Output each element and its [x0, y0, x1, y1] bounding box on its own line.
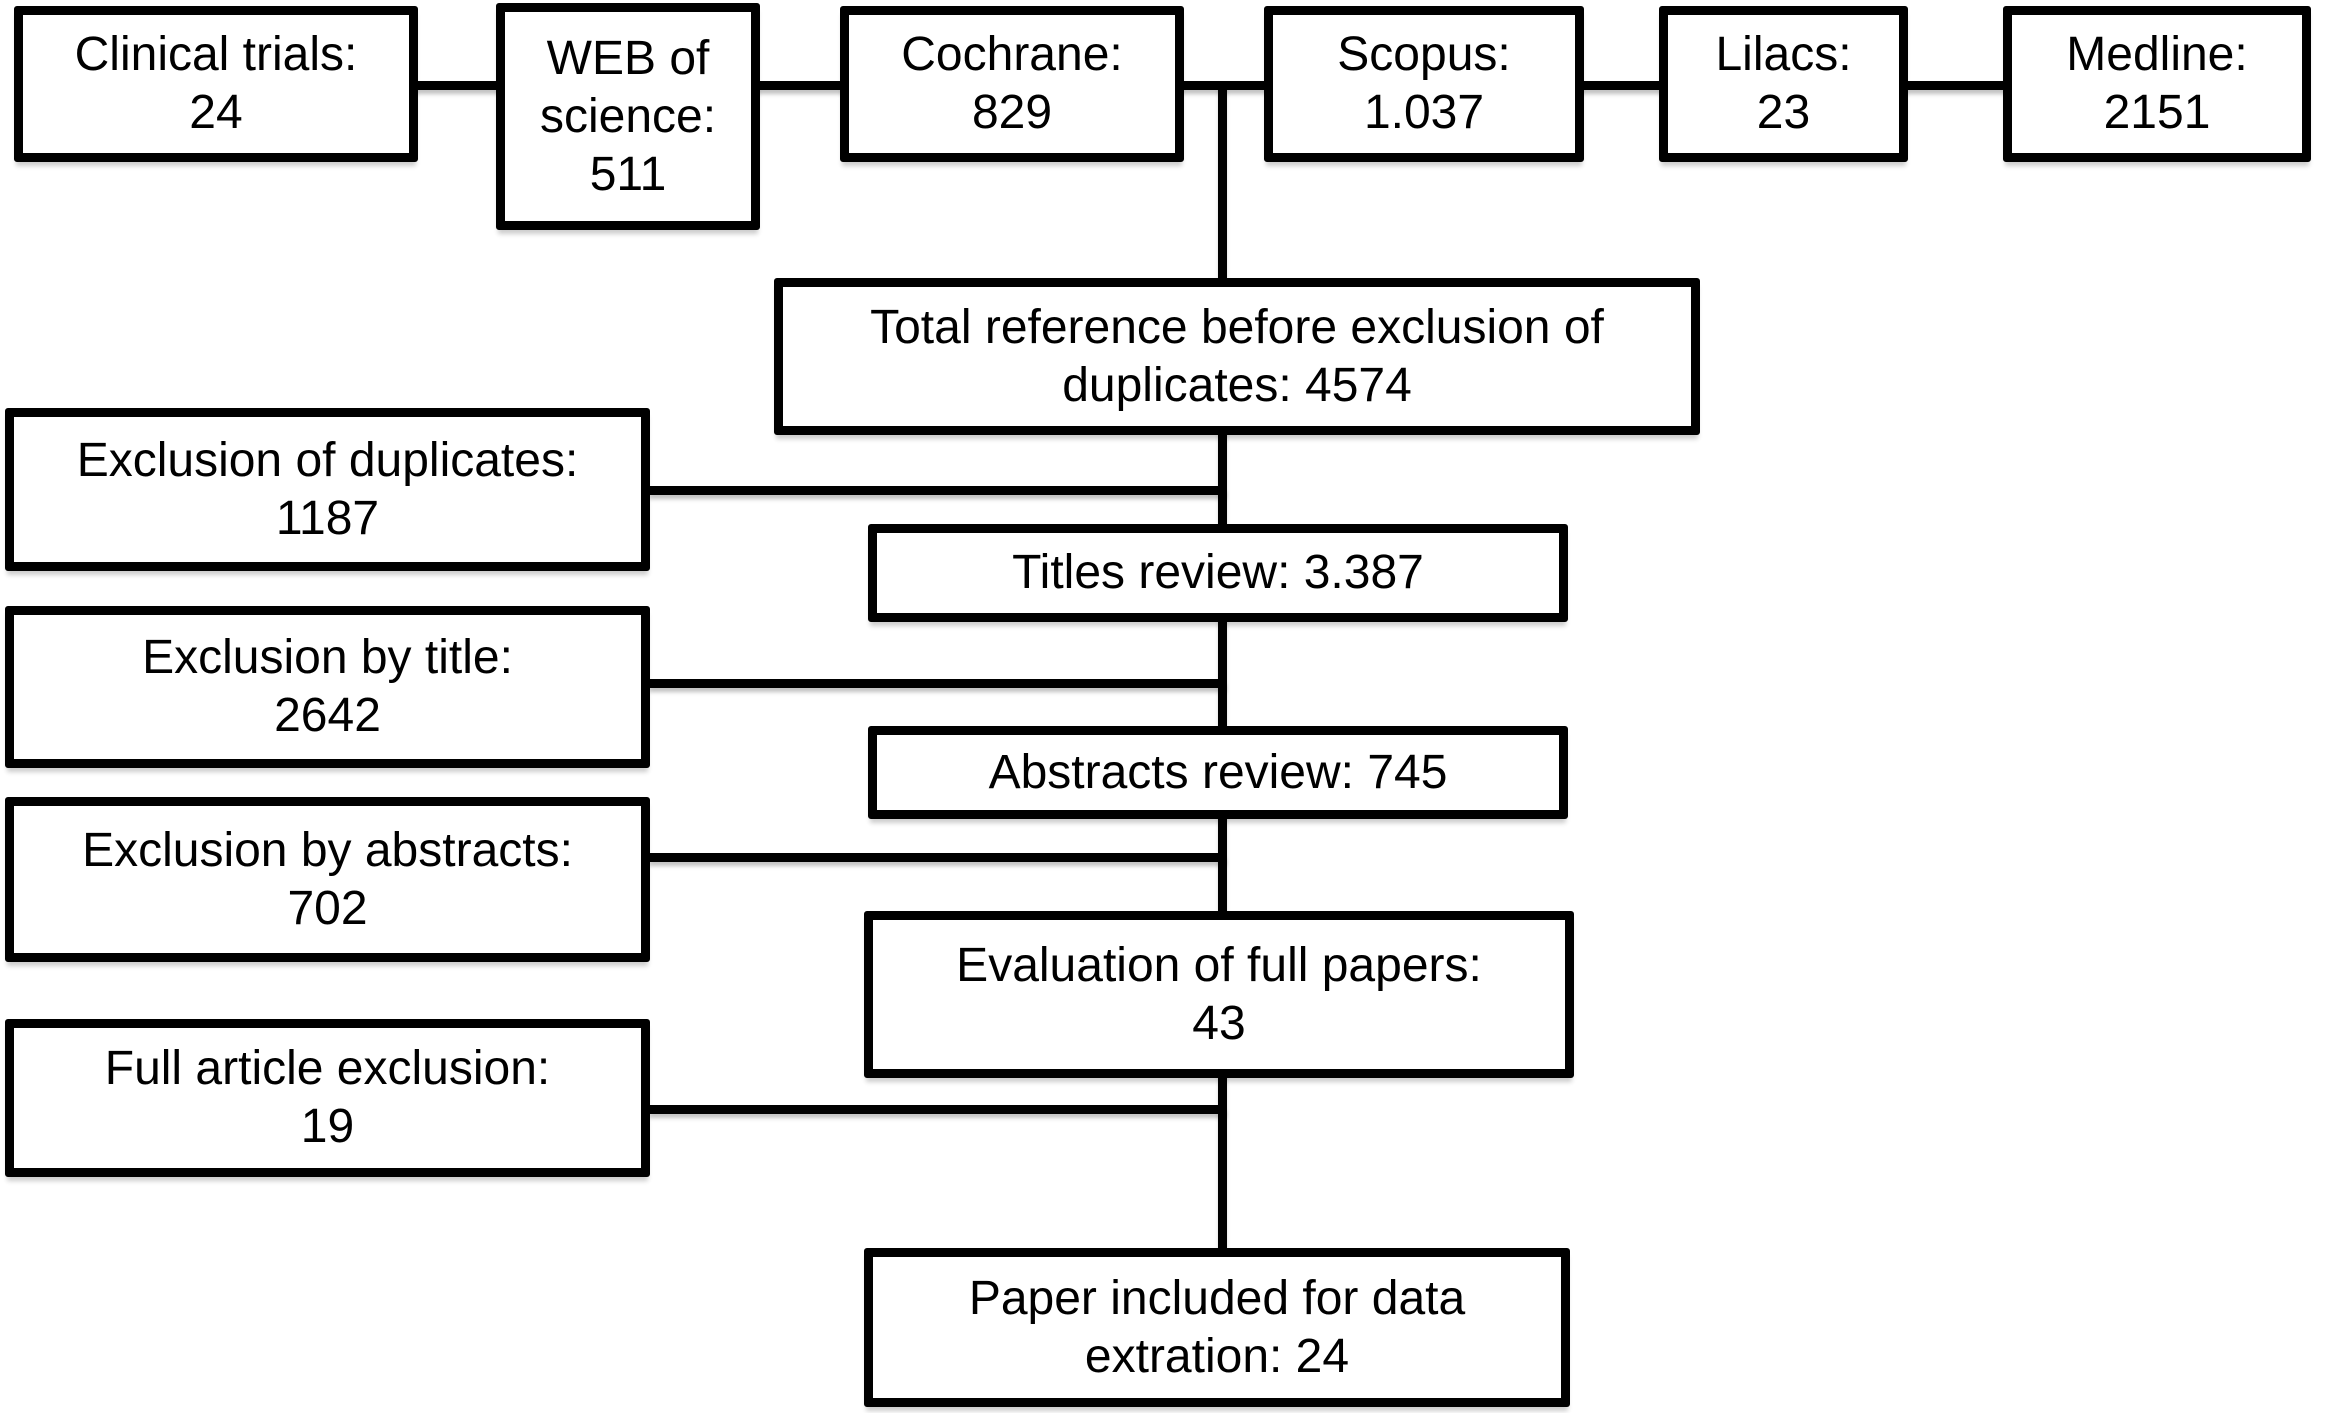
- connector-exclusion-duplicates: [648, 486, 1227, 495]
- node-text: Scopus:: [1337, 28, 1511, 81]
- node-exclusion-abstracts: Exclusion by abstracts: 702: [5, 797, 650, 962]
- node-text: Exclusion by title:: [142, 631, 513, 684]
- node-text: Medline:: [2066, 28, 2248, 81]
- node-cochrane: Cochrane: 829: [840, 6, 1184, 162]
- node-text: 43: [1192, 996, 1246, 1050]
- node-text: 1187: [275, 491, 380, 545]
- node-text: WEB of: [546, 31, 710, 85]
- connector-exclusion-abstracts: [648, 853, 1227, 862]
- node-text: 19: [300, 1100, 355, 1153]
- node-text: Cochrane:: [901, 28, 1123, 81]
- node-text: Paper included for data: [968, 1271, 1466, 1325]
- node-text: duplicates: 4574: [1062, 358, 1412, 412]
- node-text: 23: [1756, 86, 1811, 139]
- node-text: 2642: [274, 689, 381, 742]
- node-text: Clinical trials:: [74, 28, 358, 81]
- node-text: 2151: [2103, 86, 2211, 139]
- node-medline: Medline: 2151: [2003, 6, 2311, 162]
- node-text: Full article exclusion:: [104, 1042, 551, 1095]
- connector-exclusion-title: [648, 679, 1227, 688]
- node-text: 24: [189, 86, 243, 139]
- node-paper-included: Paper included for data extration: 24: [864, 1248, 1570, 1407]
- node-total-reference: Total reference before exclusion of dupl…: [774, 278, 1700, 435]
- node-text: 829: [971, 86, 1053, 139]
- node-text: Evaluation of full papers:: [956, 938, 1482, 992]
- node-text: Abstracts review: 745: [988, 745, 1448, 799]
- node-clinical-trials: Clinical trials: 24: [14, 6, 418, 162]
- node-text: Lilacs:: [1715, 28, 1852, 81]
- connector-vertical-spine: [1218, 81, 1227, 1253]
- node-lilacs: Lilacs: 23: [1659, 6, 1908, 162]
- node-web-of-science: WEB of science: 511: [496, 3, 760, 230]
- node-text: Titles review: 3.387: [1012, 546, 1424, 599]
- node-text: Exclusion by abstracts:: [82, 823, 573, 877]
- node-full-article-exclusion: Full article exclusion: 19: [5, 1019, 650, 1177]
- node-text: Exclusion of duplicates:: [76, 433, 579, 487]
- node-evaluation-full-papers: Evaluation of full papers: 43: [864, 911, 1574, 1078]
- node-text: Total reference before exclusion of: [870, 300, 1604, 354]
- node-scopus: Scopus: 1.037: [1264, 6, 1584, 162]
- connector-full-article-exclusion: [648, 1105, 1227, 1114]
- node-text: extration: 24: [1084, 1329, 1350, 1383]
- node-exclusion-duplicates: Exclusion of duplicates: 1187: [5, 408, 650, 571]
- node-abstracts-review: Abstracts review: 745: [868, 726, 1568, 819]
- node-text: 1.037: [1363, 86, 1485, 139]
- node-exclusion-title: Exclusion by title: 2642: [5, 606, 650, 768]
- node-text: 702: [287, 881, 368, 935]
- node-text: science:: [539, 89, 717, 143]
- node-titles-review: Titles review: 3.387: [868, 524, 1568, 622]
- node-text: 511: [589, 147, 667, 201]
- connector-top-rail: [216, 81, 2160, 90]
